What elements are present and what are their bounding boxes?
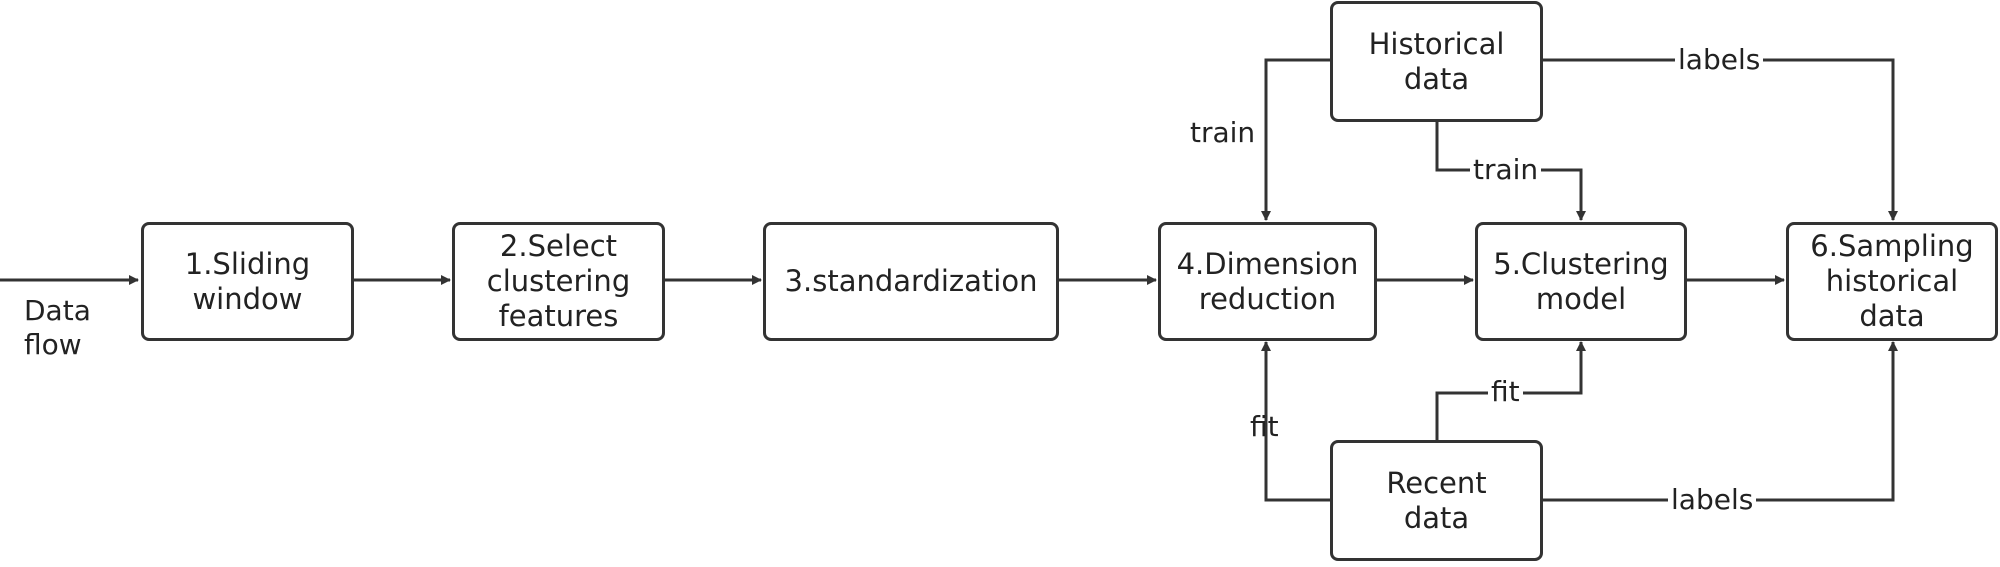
edge-label-labels-recent: labels	[1668, 483, 1757, 517]
node-sampling-historical-data-label: 6.Sampling historical data	[1810, 229, 1974, 333]
edge-label-train-clustering: train	[1470, 153, 1542, 187]
edge-label-fit-dimension: fit	[1250, 410, 1279, 443]
arrow-recent-labels-sampling	[1543, 341, 1898, 502]
node-recent-data: Recent data	[1330, 440, 1543, 561]
node-select-clustering-features-label: 2.Select clustering features	[486, 229, 631, 333]
edge-label-train-dimension: train	[1190, 116, 1256, 149]
node-sampling-historical-data: 6.Sampling historical data	[1786, 222, 1998, 341]
node-historical-data: Historical data	[1330, 1, 1543, 122]
node-dimension-reduction: 4.Dimension reduction	[1158, 222, 1377, 341]
edge-label-fit-clustering: fit	[1488, 375, 1523, 409]
arrow-historical-train-dimension	[1261, 58, 1330, 221]
node-standardization: 3.standardization	[763, 222, 1059, 341]
node-clustering-model: 5.Clustering model	[1475, 222, 1687, 341]
node-select-clustering-features: 2.Select clustering features	[452, 222, 665, 341]
node-sliding-window-label: 1.Sliding window	[184, 246, 311, 316]
node-dimension-reduction-label: 4.Dimension reduction	[1176, 246, 1359, 316]
edge-label-labels-historical: labels	[1675, 43, 1764, 77]
arrow-historical-labels-sampling	[1543, 58, 1898, 221]
node-clustering-model-label: 5.Clustering model	[1493, 246, 1669, 316]
node-standardization-label: 3.standardization	[784, 264, 1038, 298]
node-historical-data-label: Historical data	[1368, 26, 1505, 96]
node-sliding-window: 1.Sliding window	[141, 222, 354, 341]
arrow-recent-fit-dimension	[1261, 341, 1330, 502]
node-recent-data-label: Recent data	[1386, 465, 1487, 535]
edge-label-data-flow: Data flow	[24, 294, 91, 361]
